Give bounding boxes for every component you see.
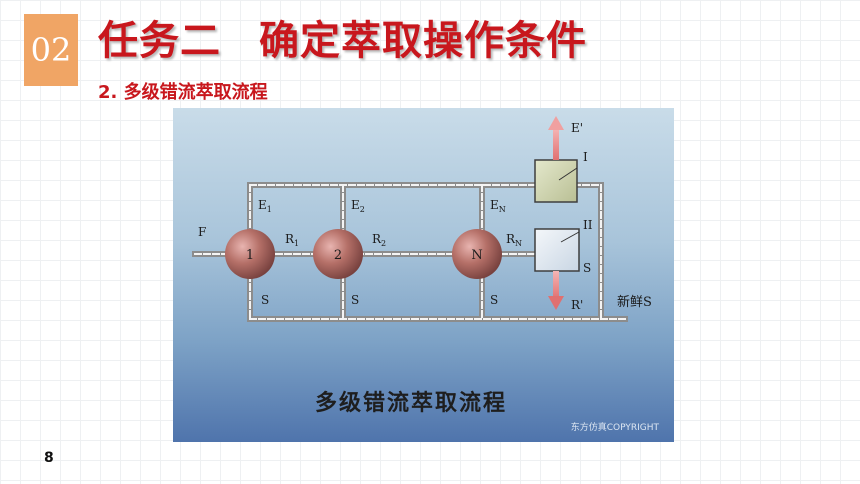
- extract-out-label: E': [571, 121, 583, 135]
- rn-label: RN: [506, 232, 522, 248]
- fresh-solvent-label: 新鲜S: [617, 294, 652, 310]
- watermark: 东方仿真COPYRIGHT: [571, 421, 660, 433]
- stage-2-label: 2: [334, 248, 342, 263]
- solvent-label-n: S: [490, 293, 498, 307]
- process-diagram: 1 2 N I II F: [173, 108, 674, 442]
- title-topic: 确定萃取操作条件: [259, 18, 587, 64]
- page-number: 8: [44, 450, 54, 466]
- unit-2-box: II: [534, 218, 593, 272]
- r1-label: R1: [285, 232, 299, 248]
- raffinate-arrow: [548, 271, 564, 310]
- e1-label: E1: [258, 198, 272, 214]
- section-number-badge: 02: [24, 14, 78, 86]
- solvent-label-unit: S: [583, 261, 591, 275]
- solvent-label-2: S: [351, 293, 359, 307]
- r2-label: R2: [372, 232, 386, 248]
- stage-n: N: [452, 229, 502, 279]
- e2-label: E2: [351, 198, 365, 214]
- extract-arrow: [548, 116, 564, 160]
- unit-1-box: I: [534, 150, 588, 203]
- title-task: 任务二: [98, 18, 221, 64]
- stage-n-label: N: [471, 248, 482, 263]
- raffinate-out-label: R': [571, 298, 583, 312]
- unit-1-label: I: [583, 150, 588, 164]
- stage-2: 2: [313, 229, 363, 279]
- solvent-label-1: S: [261, 293, 269, 307]
- page-title: 任务二确定萃取操作条件: [98, 8, 587, 66]
- feed-label: F: [198, 225, 206, 239]
- unit-2-label: II: [583, 218, 593, 232]
- section-subtitle: 2. 多级错流萃取流程: [98, 82, 268, 103]
- stage-1-label: 1: [246, 248, 254, 263]
- process-diagram-svg: 1 2 N I II F: [192, 116, 660, 433]
- stage-1: 1: [225, 229, 275, 279]
- en-label: EN: [490, 198, 506, 214]
- diagram-caption: 多级错流萃取流程: [315, 390, 507, 416]
